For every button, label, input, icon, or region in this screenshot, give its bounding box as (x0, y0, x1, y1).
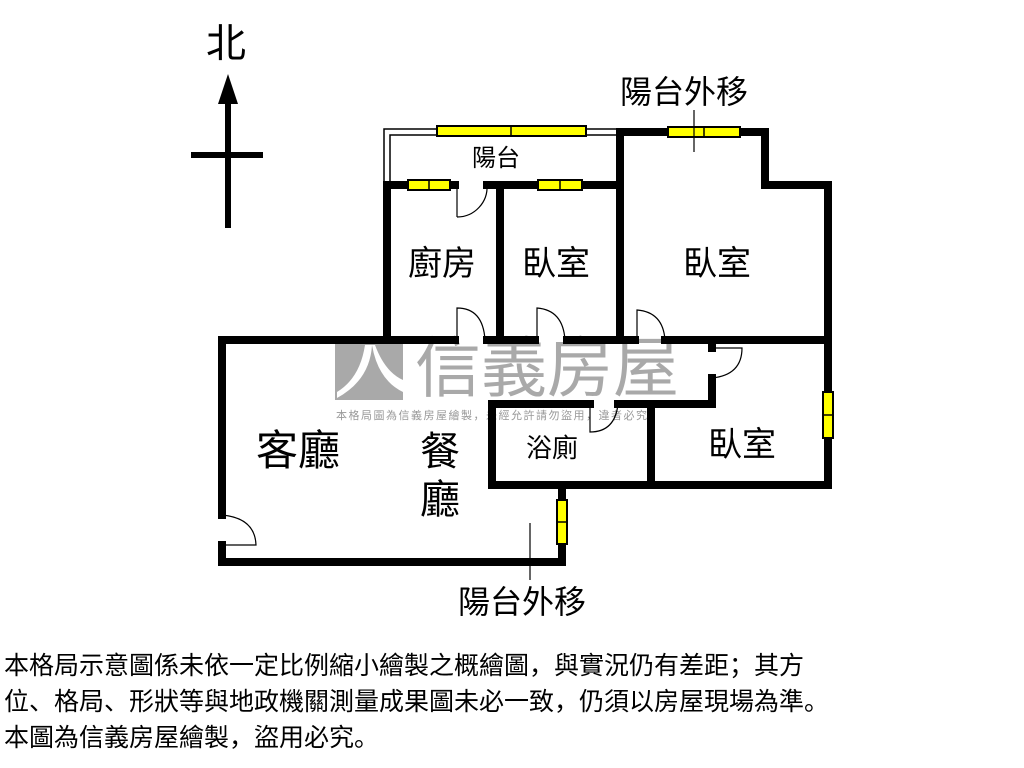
room-dining-2: 廳 (420, 477, 460, 523)
room-bedroom-1: 臥室 (522, 244, 590, 284)
north-arrow-icon (191, 74, 263, 228)
watermark-brand: 信義房屋 (415, 330, 679, 407)
doors (221, 184, 743, 546)
disclaimer: 本格局示意圖係未依一定比例縮小繪製之概繪圖，與實況仍有差距；其方 位、格局、形狀… (4, 648, 829, 756)
room-bedroom-3: 臥室 (708, 425, 776, 465)
disclaimer-line-1: 本格局示意圖係未依一定比例縮小繪製之概繪圖，與實況仍有差距；其方 (4, 651, 805, 680)
balcony-moved-label-bottom: 陽台外移 (458, 583, 587, 621)
room-bedroom-2: 臥室 (683, 244, 751, 284)
room-bathroom: 浴廁 (526, 434, 579, 464)
room-kitchen: 廚房 (408, 244, 476, 284)
walls (218, 128, 832, 566)
north-label: 北 (206, 21, 246, 67)
room-dining-1: 餐 (420, 429, 460, 475)
disclaimer-line-2: 位、格局、形狀等與地政機關測量成果圖未必一致，仍須以房屋現場為準。 (4, 687, 830, 716)
room-balcony: 陽台 (472, 144, 520, 172)
room-living: 客廳 (256, 426, 341, 475)
disclaimer-line-3: 本圖為信義房屋繪製，盜用必究。 (4, 723, 380, 752)
balcony-moved-label-top: 陽台外移 (620, 73, 749, 111)
